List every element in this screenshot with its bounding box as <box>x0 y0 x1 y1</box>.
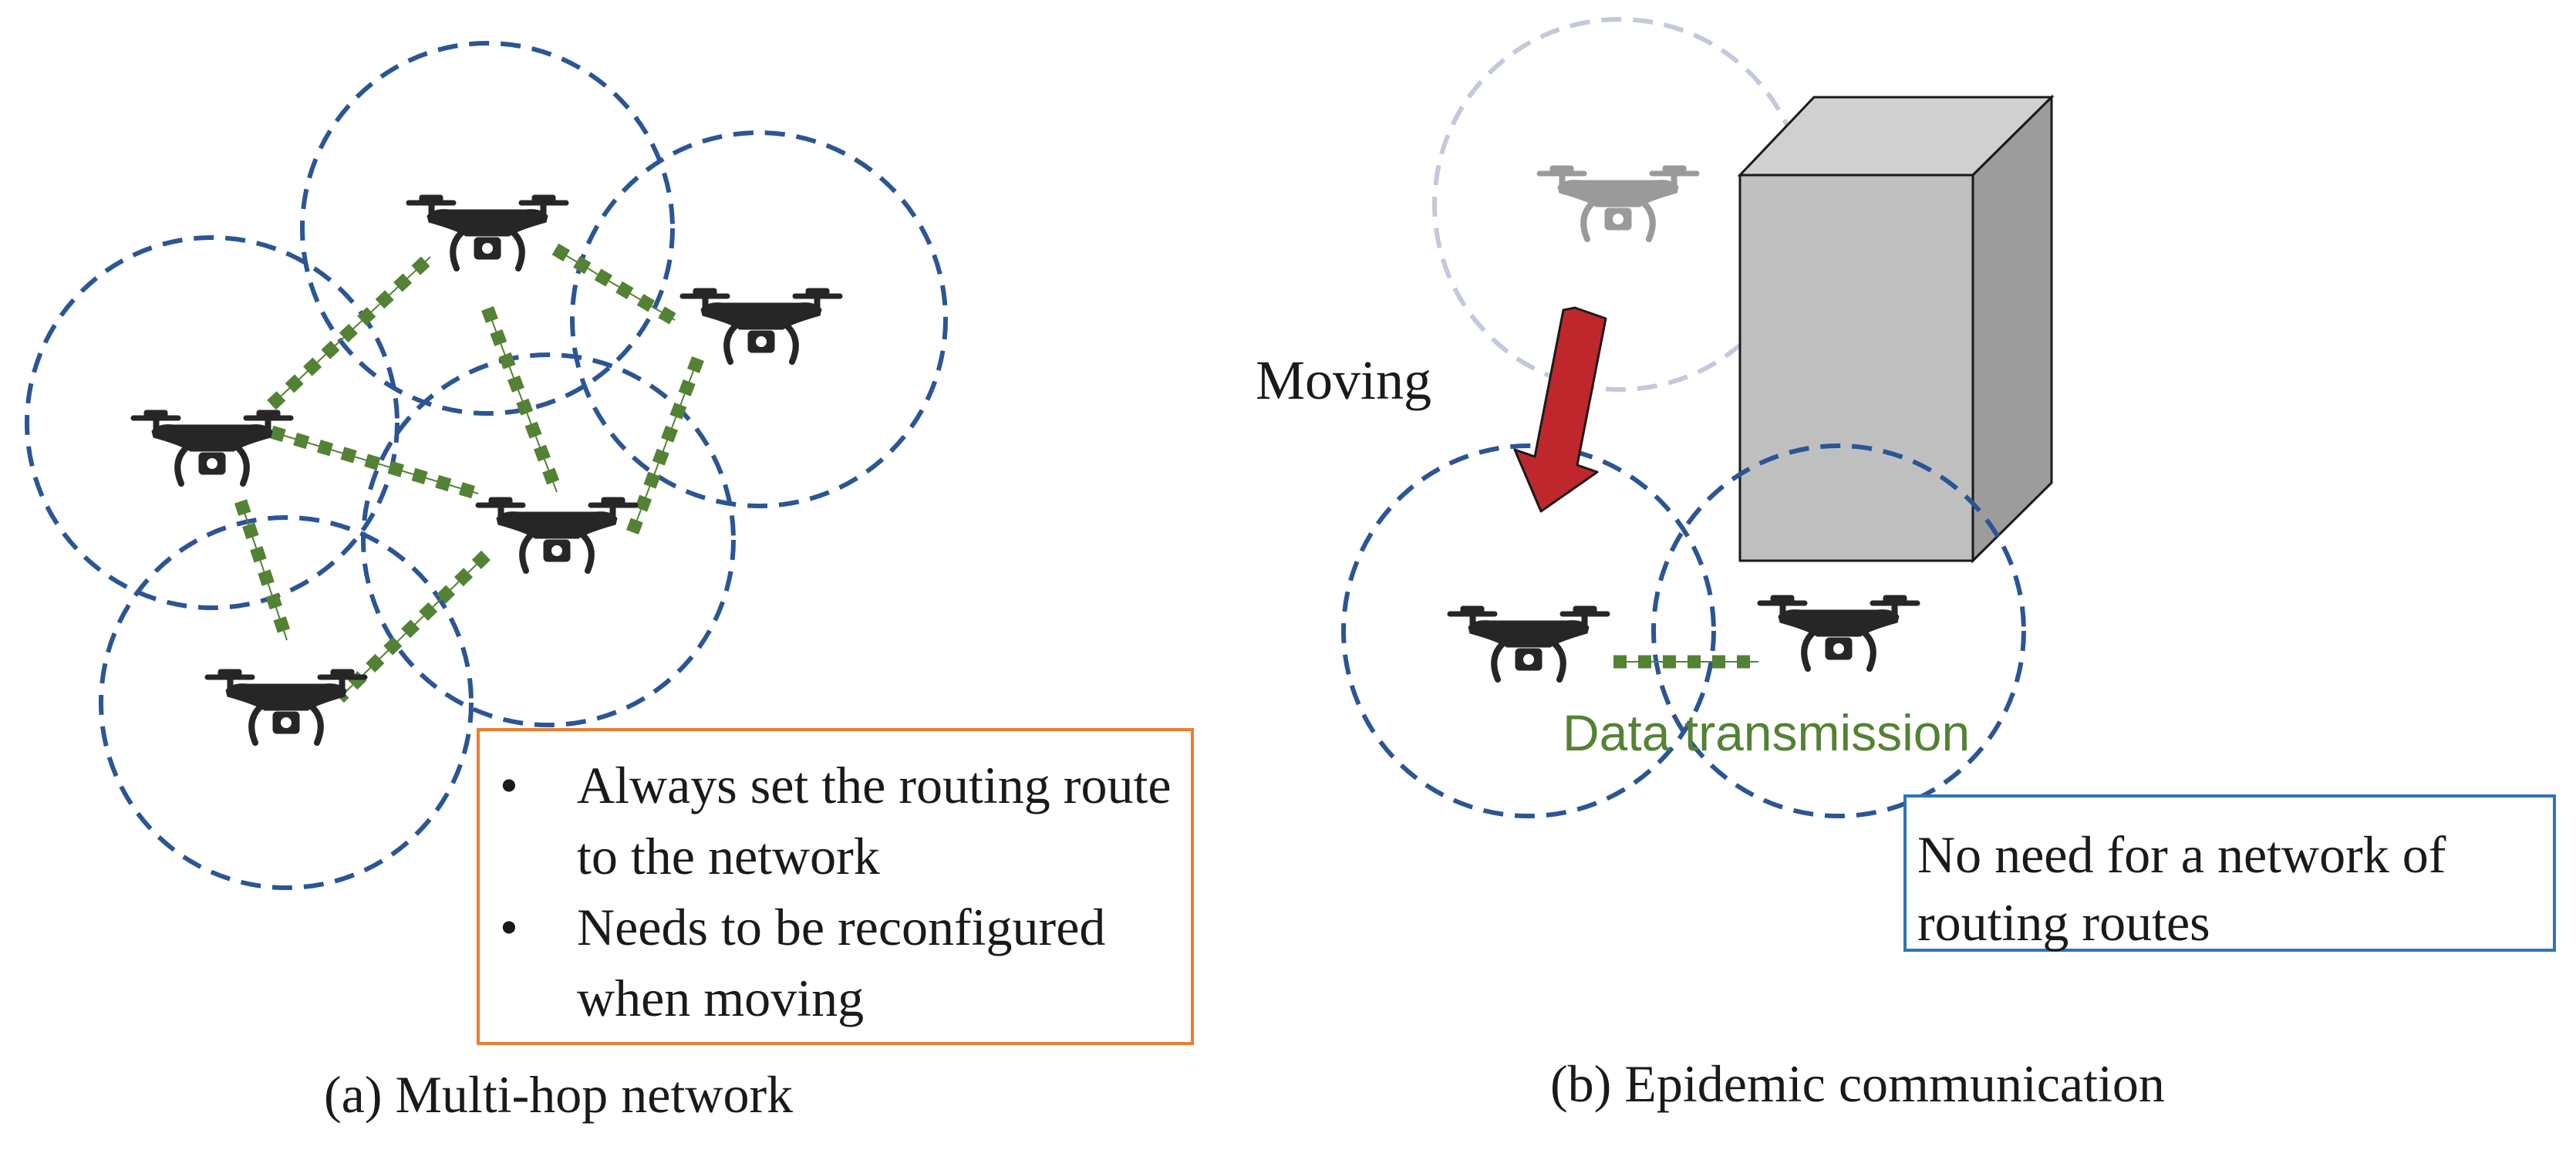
note-bullet-2: • Needs to be reconfigured when moving <box>486 892 1185 1034</box>
range-circle-bottom <box>99 515 474 890</box>
note-text-2: Needs to be reconfigured when moving <box>577 898 1106 1027</box>
bullet-icon: • <box>500 898 518 956</box>
epidemic-note-box: No need for a network of routing routes <box>1903 794 2556 952</box>
range-circle-right <box>570 130 948 508</box>
bullet-icon: • <box>500 756 518 814</box>
range-circle-left <box>25 235 400 610</box>
moving-label: Moving <box>1256 349 1432 411</box>
range-circle-neighbor <box>1651 443 2026 818</box>
range-circle-moved <box>1341 443 1716 818</box>
drone-center <box>476 497 638 571</box>
drone-bottom <box>205 669 367 743</box>
building-front-face <box>1738 174 1974 562</box>
drone-faded-previous <box>1537 166 1699 239</box>
drone-moved <box>1448 606 1610 679</box>
move-arrow-icon <box>1513 306 1607 513</box>
link-left-center <box>269 425 480 501</box>
range-circle-center <box>361 352 736 727</box>
caption-multi-hop: (a) Multi-hop network <box>324 1065 794 1124</box>
routing-note-box: • Always set the routing route to the ne… <box>477 728 1194 1045</box>
link-top-center <box>481 305 563 495</box>
drone-left <box>131 410 293 484</box>
caption-epidemic: (b) Epidemic communication <box>1550 1054 2165 1113</box>
note-text-1: Always set the routing route to the netw… <box>577 756 1172 885</box>
link-center-bottom <box>335 550 491 703</box>
link-top-right-thread <box>555 248 676 321</box>
link-left-top <box>267 251 435 410</box>
link-right-center <box>626 356 704 535</box>
range-circle-top <box>300 41 675 416</box>
link-left-bottom-thread <box>240 501 288 641</box>
drone-right <box>680 288 842 362</box>
note-bullet-1: • Always set the routing route to the ne… <box>486 750 1185 892</box>
building-side-face <box>1971 94 2053 564</box>
data-transmission-label: Data transmission <box>1563 704 1971 761</box>
drone-neighbor <box>1758 595 1920 669</box>
epidemic-note-text: No need for a network of routing routes <box>1917 825 2446 952</box>
